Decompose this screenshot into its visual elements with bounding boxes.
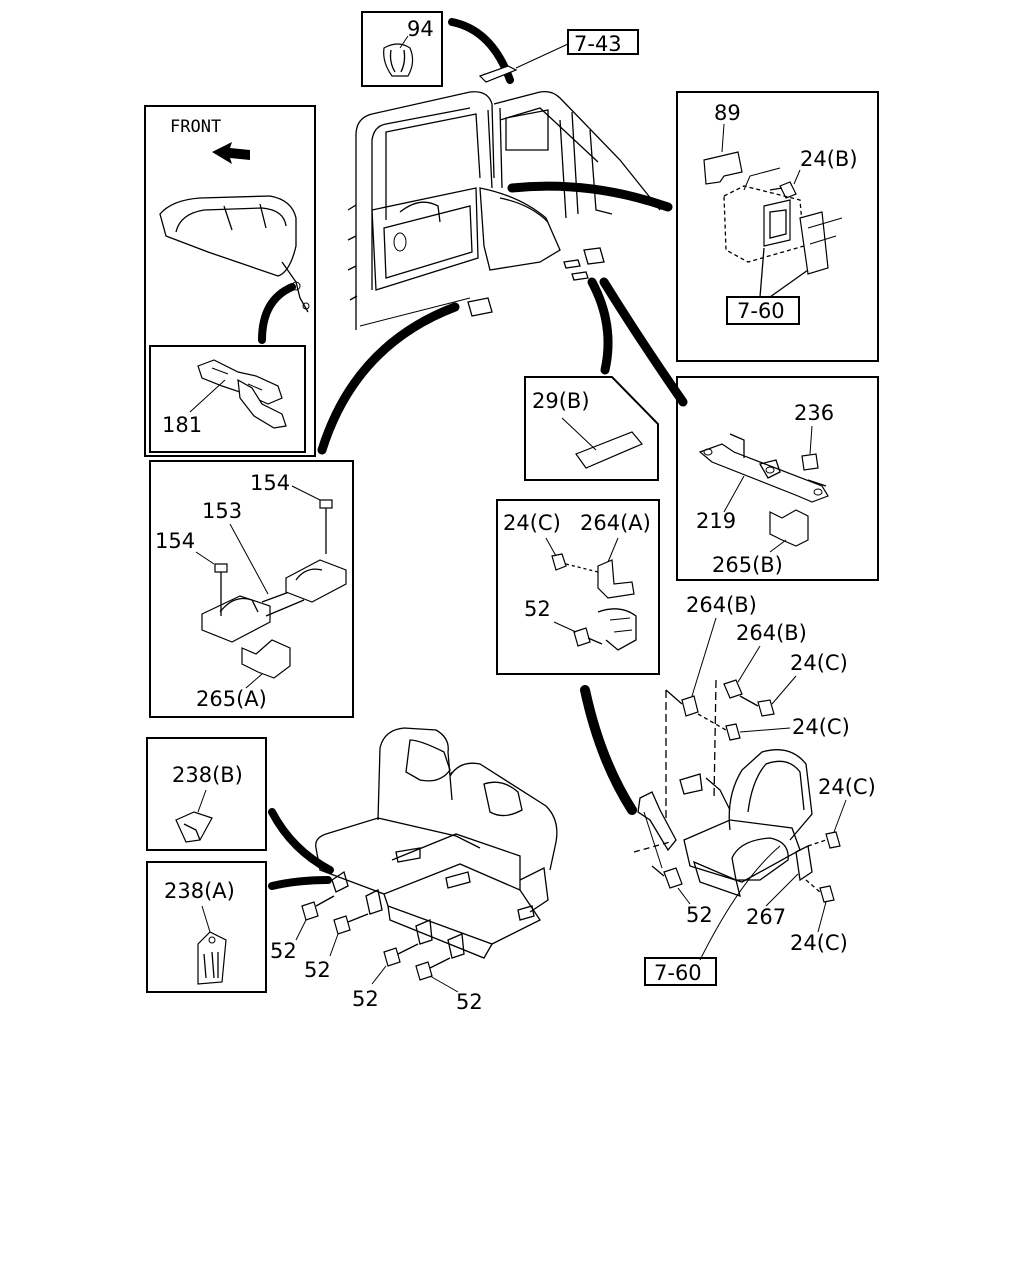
label-265a: 265(A) [196,687,267,711]
connector-arc-29b [587,277,613,375]
label-238a: 238(A) [164,879,235,903]
bolt-52-s4-drawing [415,957,459,993]
bolt-52-s1-drawing [295,895,335,941]
connector-arc-236 [599,277,688,407]
reference-box-7-60-bottom [644,957,717,986]
cover-265b-drawing [769,509,809,553]
bolt-154-top-drawing [291,485,333,554]
label-7-43: 7-43 [574,32,622,56]
connector-arc-238a [268,876,332,890]
callout-box-front-beltmount [144,105,316,457]
connector-arc-153 [317,302,460,455]
label-219: 219 [696,509,736,533]
label-52-seat-4: 52 [456,990,483,1014]
bracket-264a-drawing [597,537,635,599]
label-238b: 238(B) [172,763,243,787]
bolt-52-right-drawing [651,865,691,905]
label-265b: 265(B) [712,553,783,577]
label-24c-2: 24(C) [792,715,850,739]
clip-94-drawing [383,35,414,77]
clip-238b-drawing [175,789,213,843]
bolt-52-box-drawing [553,621,603,647]
label-181: 181 [162,413,202,437]
label-94: 94 [407,17,434,41]
callout-box-89 [676,91,879,362]
clip-238a-drawing [197,905,227,985]
label-154-left: 154 [155,529,195,553]
bolt-24c-3-drawing [807,799,847,849]
callout-box-181 [149,345,306,453]
label-52-right: 52 [686,903,713,927]
bolt-154-left-drawing [195,551,228,616]
label-236: 236 [794,401,834,425]
label-52-box: 52 [524,597,551,621]
label-52-seat-2: 52 [304,958,331,982]
bolt-52-s3-drawing [371,943,419,985]
label-154-top: 154 [250,471,290,495]
label-264a: 264(A) [580,511,651,535]
leader-267 [765,873,799,907]
label-267: 267 [746,905,786,929]
connector-arc-238b [268,808,334,874]
bolt-24c-2-drawing [697,713,791,741]
nut-236-drawing [801,425,819,471]
connector-arc-181 [258,283,296,344]
cover-265a-drawing [241,639,291,689]
panel-89-drawing [703,123,743,185]
callout-box-153 [149,460,354,718]
bolt-24b-drawing [769,169,801,199]
rail-219-drawing [698,433,829,513]
right-seat-drawing [633,749,813,961]
bracket-7-60-drawing [723,167,843,298]
label-front: FRONT [170,117,221,137]
seat-hinge-box-drawing [597,608,637,651]
bench-seat-drawing [315,727,558,959]
label-89: 89 [714,101,741,125]
connector-arc-89 [507,181,673,212]
callout-box-29b [524,376,659,481]
callout-box-236 [676,376,879,581]
callout-box-264a [496,499,660,675]
label-52-seat-1: 52 [270,939,297,963]
bolt-52-s2-drawing [329,913,369,957]
vehicle-interior-drawing [347,90,661,330]
label-24c-box: 24(C) [503,511,561,535]
anchor-153-drawing [201,523,347,643]
reference-box-7-60-top [726,296,800,325]
front-arrow-icon [212,142,250,164]
label-264b-2: 264(B) [736,621,807,645]
reference-box-7-43 [567,29,639,55]
callout-box-238a [146,861,267,993]
clip-264b-2-drawing [713,645,761,801]
label-7-60-bottom: 7-60 [654,961,702,985]
label-24c-3: 24(C) [818,775,876,799]
label-52-seat-3: 52 [352,987,379,1011]
label-24b: 24(B) [800,147,858,171]
bolt-24c-4-drawing [805,879,835,933]
bolt-24c-box-drawing [545,537,599,573]
clip-264b-1-drawing [665,617,717,820]
callout-box-94 [361,11,443,87]
label-29b: 29(B) [532,389,590,413]
label-24c-4: 24(C) [790,931,848,955]
belt-buckle-181-drawing [189,359,287,429]
front-seat-mount-drawing [159,195,310,313]
label-24c-1: 24(C) [790,651,848,675]
label-153: 153 [202,499,242,523]
bolt-24c-1-drawing [739,675,797,717]
connector-arc-264a [580,685,637,815]
callout-box-238b [146,737,267,851]
label-7-60-top: 7-60 [737,299,785,323]
label-264b-1: 264(B) [686,593,757,617]
trim-piece-7-43 [478,43,569,83]
pad-29b-drawing [561,417,643,469]
